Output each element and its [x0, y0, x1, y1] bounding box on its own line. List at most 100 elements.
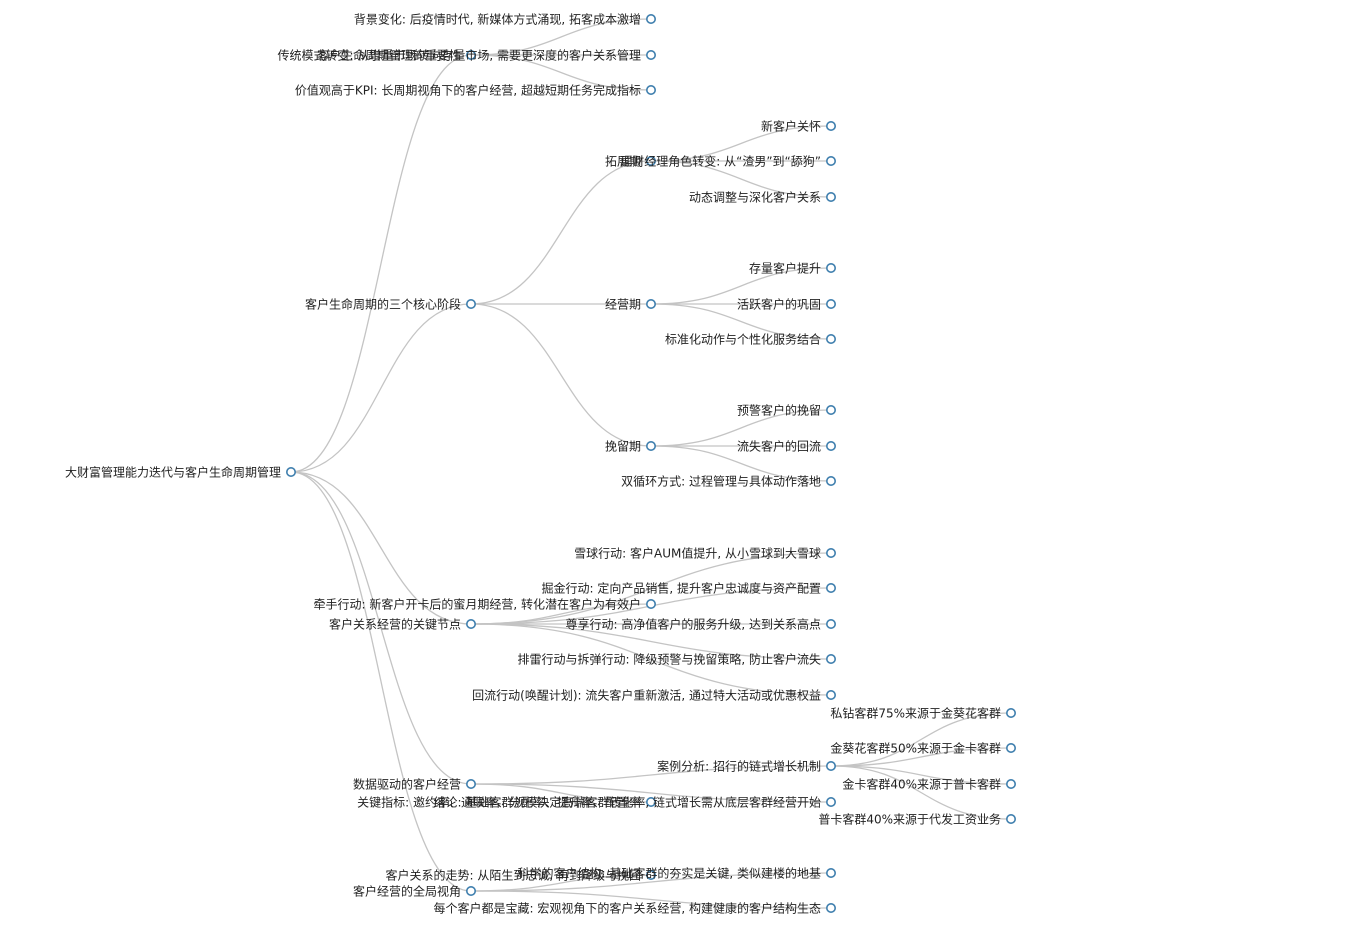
- node-toggle-circle[interactable]: [285, 466, 296, 477]
- mind-map-node[interactable]: 传统模式转变: 从增量市场转向存量市场, 需要更深度的客户关系管理: [278, 48, 656, 63]
- mind-map-node[interactable]: 客户关系经营的关键节点: [329, 617, 476, 632]
- mind-map-node[interactable]: 结论: 基础客群规模决定高端客群转化率, 链式增长需从底层客群经营开始: [434, 795, 836, 810]
- node-toggle-circle[interactable]: [825, 298, 836, 309]
- node-toggle-circle[interactable]: [465, 618, 476, 629]
- node-toggle-circle[interactable]: [825, 902, 836, 913]
- node-toggle-circle[interactable]: [645, 440, 656, 451]
- mind-map-node[interactable]: 背景变化: 后疫情时代, 新媒体方式涌现, 拓客成本激增: [354, 12, 656, 27]
- mind-map-node[interactable]: 掘金行动: 定向产品销售, 提升客户忠诚度与资产配置: [542, 581, 836, 596]
- node-toggle-circle[interactable]: [825, 262, 836, 273]
- mind-map-node[interactable]: 挽留期: [605, 440, 656, 454]
- node-label: 拓展期: [605, 155, 641, 169]
- node-toggle-circle[interactable]: [1005, 742, 1016, 753]
- node-toggle-circle[interactable]: [645, 85, 656, 96]
- node-toggle-circle[interactable]: [825, 867, 836, 878]
- node-label: 传统模式转变: 从增量市场转向存量市场, 需要更深度的客户关系管理: [278, 48, 642, 63]
- mind-map-node[interactable]: 客户经营的全局视角: [353, 884, 476, 899]
- node-toggle-circle[interactable]: [1005, 778, 1016, 789]
- node-label: 存量客户提升: [749, 261, 821, 276]
- mind-map-node[interactable]: 数据驱动的客户经营: [353, 777, 476, 792]
- connector-line: [470, 765, 832, 785]
- node-label: 排雷行动与拆弹行动: 降级预警与挽留策略, 防止客户流失: [518, 652, 822, 667]
- node-toggle-circle[interactable]: [645, 598, 656, 609]
- node-toggle-circle[interactable]: [825, 404, 836, 415]
- node-label: 价值观高于KPI: 长周期视角下的客户经营, 超越短期任务完成指标: [295, 83, 641, 98]
- mind-map-node[interactable]: 私钻客群75%来源于金葵花客群: [830, 706, 1016, 721]
- node-toggle-circle[interactable]: [825, 653, 836, 664]
- node-toggle-circle[interactable]: [825, 547, 836, 558]
- mind-map-node[interactable]: 案例分析: 招行的链式增长机制: [657, 759, 836, 774]
- mind-map-node[interactable]: 关键指标: 邀约率、通联率、分配率、提升率、配置率: [357, 795, 656, 810]
- mind-map-node[interactable]: 客户生命周期管理的重要性: [317, 48, 476, 63]
- node-toggle-circle[interactable]: [1005, 707, 1016, 718]
- node-toggle-circle[interactable]: [825, 192, 836, 203]
- node-label: 流失客户的回流: [737, 439, 821, 454]
- node-label: 金卡客群40%来源于普卡客群: [842, 777, 1001, 792]
- mind-map-node[interactable]: 普卡客群40%来源于代发工资业务: [818, 812, 1016, 827]
- node-toggle-circle[interactable]: [645, 298, 656, 309]
- node-toggle-circle[interactable]: [825, 156, 836, 167]
- connector-line: [290, 54, 472, 473]
- node-toggle-circle[interactable]: [645, 49, 656, 60]
- node-toggle-circle[interactable]: [825, 440, 836, 451]
- mind-map-node[interactable]: 金葵花客群50%来源于金卡客群: [830, 741, 1016, 756]
- mind-map-node[interactable]: 客户关系的走势: 从陌生到忠诚, 再到降级与挽回: [386, 868, 656, 883]
- node-toggle-circle[interactable]: [825, 582, 836, 593]
- node-toggle-circle[interactable]: [825, 618, 836, 629]
- mind-map-node[interactable]: 理财经理角色转变: 从“渣男”到“舔狗”: [620, 154, 836, 169]
- mind-map-node[interactable]: 科学的客户结构: 基础客群的夯实是关键, 类似建楼的地基: [518, 866, 836, 881]
- node-toggle-circle[interactable]: [825, 796, 836, 807]
- node-toggle-circle[interactable]: [465, 885, 476, 896]
- mind-map-node[interactable]: 标准化动作与个性化服务结合: [665, 332, 836, 347]
- mind-map-node[interactable]: 每个客户都是宝藏: 宏观视角下的客户关系经营, 构建健康的客户结构生态: [434, 901, 836, 916]
- node-toggle-circle[interactable]: [465, 298, 476, 309]
- mind-map-node[interactable]: 经营期: [605, 298, 656, 312]
- node-toggle-circle[interactable]: [1005, 813, 1016, 824]
- mind-map-node[interactable]: 新客户关怀: [761, 119, 836, 134]
- mind-map-node[interactable]: 活跃客户的巩固: [737, 297, 836, 312]
- mind-map-node[interactable]: 存量客户提升: [749, 261, 836, 276]
- node-toggle-circle[interactable]: [645, 869, 656, 880]
- mind-map-nodes: 大财富管理能力迭代与客户生命周期管理 客户生命周期管理的重要性 背景变化: 后疫情时…: [65, 12, 1016, 916]
- mind-map-node[interactable]: 动态调整与深化客户关系: [689, 190, 836, 205]
- connector-line: [470, 872, 832, 892]
- connector-line: [830, 747, 1012, 767]
- node-toggle-circle[interactable]: [465, 49, 476, 60]
- mind-map-node[interactable]: 价值观高于KPI: 长周期视角下的客户经营, 超越短期任务完成指标: [295, 83, 656, 98]
- connector-line: [650, 445, 832, 482]
- node-toggle-circle[interactable]: [825, 760, 836, 771]
- mind-map-node[interactable]: 回流行动(唤醒计划): 流失客户重新激活, 通过特大活动或优惠权益: [472, 688, 836, 703]
- mind-map-node[interactable]: 牵手行动: 新客户开卡后的蜜月期经营, 转化潜在客户为有效户: [314, 597, 656, 612]
- node-label: 尊享行动: 高净值客户的服务升级, 达到关系高点: [566, 617, 822, 632]
- mind-map-node[interactable]: 金卡客群40%来源于普卡客群: [842, 777, 1016, 792]
- mind-map-node[interactable]: 预警客户的挽留: [737, 403, 836, 418]
- node-toggle-circle[interactable]: [825, 121, 836, 132]
- node-toggle-circle[interactable]: [465, 778, 476, 789]
- mind-map-node[interactable]: 排雷行动与拆弹行动: 降级预警与挽留策略, 防止客户流失: [518, 652, 836, 667]
- connector-line: [470, 160, 652, 305]
- node-toggle-circle[interactable]: [825, 689, 836, 700]
- mind-map-node[interactable]: 雪球行动: 客户AUM值提升, 从小雪球到大雪球: [574, 546, 836, 561]
- node-toggle-circle[interactable]: [825, 475, 836, 486]
- connector-line: [650, 160, 832, 198]
- connector-line: [650, 409, 832, 447]
- mind-map-node[interactable]: 客户生命周期的三个核心阶段: [305, 297, 476, 312]
- node-toggle-circle[interactable]: [825, 333, 836, 344]
- node-label: 客户生命周期管理的重要性: [317, 48, 461, 63]
- mind-map-node[interactable]: 拓展期: [605, 155, 656, 169]
- node-toggle-circle[interactable]: [645, 156, 656, 167]
- node-label: 客户关系的走势: 从陌生到忠诚, 再到降级与挽回: [386, 868, 642, 883]
- connector-line: [470, 54, 652, 91]
- root-node[interactable]: 大财富管理能力迭代与客户生命周期管理: [65, 465, 296, 480]
- connector-line: [650, 125, 832, 162]
- node-label: 动态调整与深化客户关系: [689, 190, 821, 205]
- node-toggle-circle[interactable]: [645, 796, 656, 807]
- connector-line: [290, 471, 472, 892]
- mind-map-node[interactable]: 流失客户的回流: [737, 439, 836, 454]
- mind-map-node[interactable]: 双循环方式: 过程管理与具体动作落地: [621, 474, 836, 489]
- node-label: 客户生命周期的三个核心阶段: [305, 297, 461, 312]
- mind-map-node[interactable]: 尊享行动: 高净值客户的服务升级, 达到关系高点: [566, 617, 836, 632]
- node-label: 预警客户的挽留: [737, 403, 821, 418]
- node-toggle-circle[interactable]: [645, 14, 656, 24]
